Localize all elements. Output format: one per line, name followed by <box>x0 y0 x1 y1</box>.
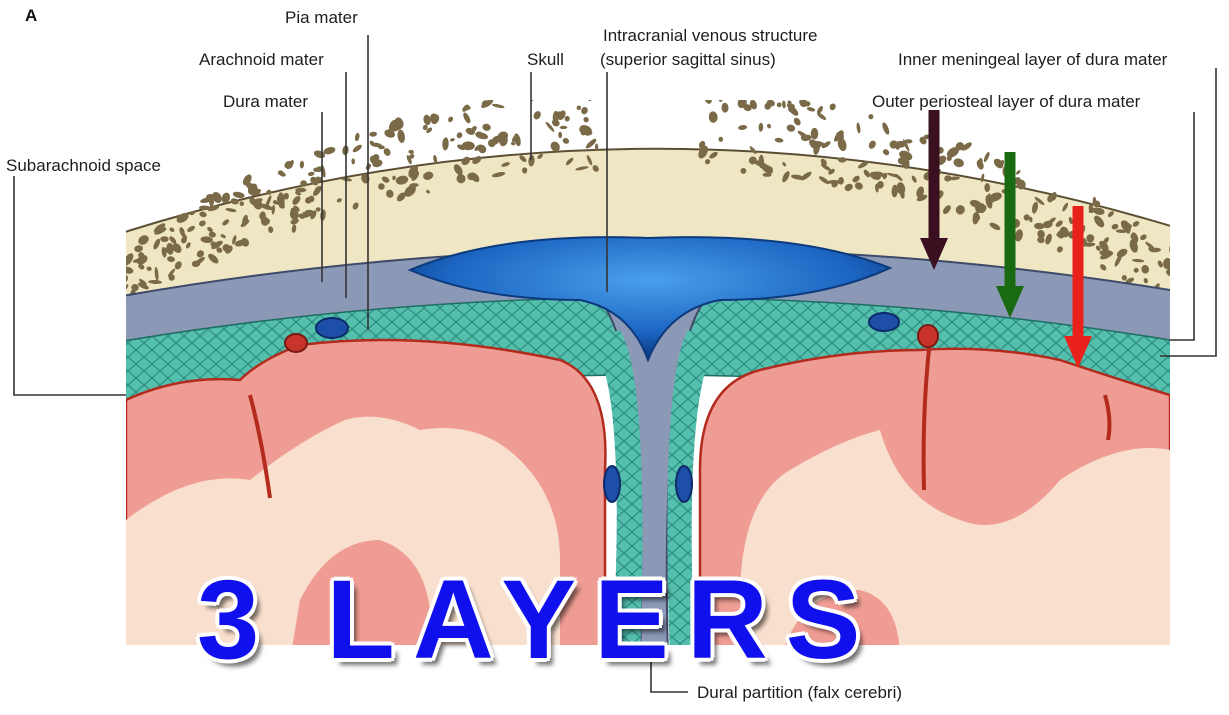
bone-pore <box>766 123 771 129</box>
bone-pore <box>983 151 991 163</box>
bone-pore <box>423 114 432 126</box>
bone-pore <box>109 302 119 312</box>
bone-pore <box>104 258 117 268</box>
label-sagittal-sinus: (superior sagittal sinus) <box>600 50 776 70</box>
bone-pore <box>718 90 725 102</box>
bone-pore <box>776 102 782 108</box>
bone-pore <box>868 114 873 119</box>
bone-pore <box>564 116 569 122</box>
bone-pore <box>576 105 582 111</box>
bone-pore <box>300 161 305 169</box>
label-dura-mater: Dura mater <box>223 92 308 112</box>
bone-pore <box>492 103 505 109</box>
bone-pore <box>1185 259 1193 269</box>
bone-pore <box>456 131 464 139</box>
bone-pore <box>108 274 118 284</box>
bone-pore <box>560 126 568 129</box>
bone-pore <box>309 196 315 202</box>
bone-pore <box>763 173 772 177</box>
bone-pore <box>716 86 728 98</box>
label-subarachnoid-space: Subarachnoid space <box>6 156 161 176</box>
bone-pore <box>450 138 456 142</box>
bone-pore <box>952 157 965 168</box>
artery-left <box>285 334 307 352</box>
bone-pore <box>447 116 454 123</box>
bone-pore <box>110 269 122 280</box>
label-inner-meningeal-dura: Inner meningeal layer of dura mater <box>898 50 1167 70</box>
bone-pore <box>806 106 815 112</box>
bone-pore <box>354 132 360 141</box>
bone-pore <box>114 278 122 289</box>
bone-pore <box>462 111 472 124</box>
bone-pore <box>113 280 123 289</box>
label-skull: Skull <box>527 50 564 70</box>
bone-pore <box>867 139 877 150</box>
vein-left <box>316 318 348 338</box>
bone-pore <box>1169 286 1177 294</box>
bone-pore <box>562 137 571 145</box>
bone-pore <box>352 143 364 153</box>
falx-vein-right <box>676 466 692 502</box>
bone-pore <box>718 137 723 143</box>
bone-pore <box>882 148 891 157</box>
leader-subarachnoid <box>14 176 126 395</box>
bone-pore <box>738 124 748 130</box>
vein-right <box>869 313 899 331</box>
bone-pore <box>792 116 802 126</box>
panel-letter: A <box>25 6 37 26</box>
bone-pore <box>593 86 601 94</box>
bone-pore <box>558 132 562 139</box>
bone-pore <box>829 103 837 112</box>
label-outer-periosteal-dura: Outer periosteal layer of dura mater <box>872 92 1140 112</box>
bone-pore <box>774 137 783 143</box>
bone-pore <box>105 302 116 310</box>
label-arachnoid-mater: Arachnoid mater <box>199 50 324 70</box>
bone-pore <box>552 86 564 98</box>
bone-pore <box>482 123 492 132</box>
bone-pore <box>856 122 861 134</box>
bone-pore <box>984 183 990 192</box>
label-venous-structure: Intracranial venous structure <box>603 26 818 46</box>
bone-pore <box>1015 169 1021 175</box>
bone-pore <box>758 123 763 132</box>
bone-pore <box>786 123 796 132</box>
bone-pore <box>351 158 355 164</box>
bone-pore <box>782 100 786 108</box>
label-pia-mater: Pia mater <box>285 8 358 28</box>
bone-pore <box>113 290 126 296</box>
bone-pore <box>582 116 589 123</box>
bone-pore <box>397 129 406 143</box>
bone-pore <box>703 93 713 105</box>
artery-right <box>918 325 938 347</box>
bone-pore <box>164 247 172 253</box>
bone-pore <box>1173 272 1181 281</box>
bone-pore <box>532 110 542 121</box>
bone-pore <box>369 131 377 137</box>
bone-pore <box>1176 299 1187 310</box>
three-layers-overlay: 3 LAYERS <box>197 560 1097 680</box>
bone-pore <box>975 159 985 171</box>
leader-outer-dura <box>1170 112 1194 340</box>
bone-pore <box>708 111 718 123</box>
bone-pore <box>811 128 819 140</box>
label-falx-cerebri: Dural partition (falx cerebri) <box>697 683 902 703</box>
bone-pore <box>721 103 728 113</box>
bone-pore <box>881 121 891 135</box>
bone-pore <box>904 139 912 143</box>
bone-pore <box>511 141 516 145</box>
bone-pore <box>816 112 827 122</box>
bone-pore <box>308 171 315 176</box>
bone-pore <box>232 191 245 199</box>
bone-pore <box>580 106 589 115</box>
bone-pore <box>580 90 593 103</box>
bone-pore <box>408 150 414 155</box>
bone-pore <box>442 137 449 150</box>
bone-pore <box>109 277 123 289</box>
falx-vein-left <box>604 466 620 502</box>
bone-pore <box>107 257 117 266</box>
